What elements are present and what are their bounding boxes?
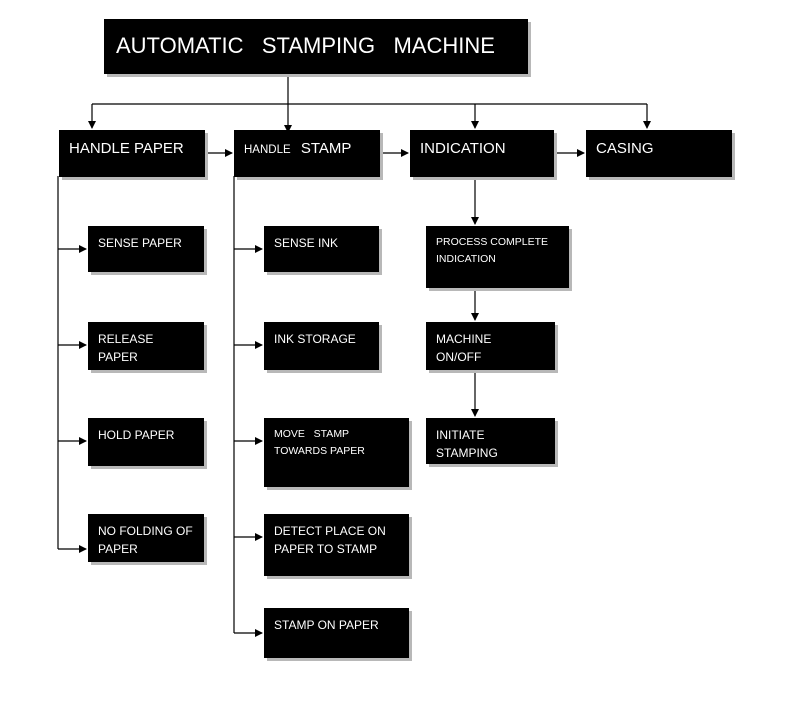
hold-paper-box: HOLD PAPER (88, 418, 204, 466)
machine-onoff-box: MACHINE ON/OFF (426, 322, 555, 370)
handle-paper-label: HANDLE PAPER (69, 140, 184, 157)
indication-label: INDICATION (420, 140, 506, 157)
handle-stamp-label-b: STAMP (300, 140, 352, 157)
stamp-on-paper-label: STAMP ON PAPER (274, 618, 379, 632)
initiate-stamping-box: INITIATE STAMPING (426, 418, 555, 464)
hold-paper-label: HOLD PAPER (98, 428, 175, 442)
sense-ink-box: SENSE INK (264, 226, 379, 272)
title-text: AUTOMATIC STAMPING MACHINE (116, 33, 495, 58)
handle-paper-box: HANDLE PAPER (59, 130, 205, 177)
no-folding-label: NO FOLDING OF PAPER (98, 524, 193, 556)
move-stamp-box: MOVE STAMP TOWARDS PAPER (264, 418, 409, 487)
no-folding-box: NO FOLDING OF PAPER (88, 514, 204, 562)
handle-stamp-label-a: HANDLE (244, 144, 291, 156)
move-stamp-label: MOVE STAMP TOWARDS PAPER (274, 428, 365, 457)
sense-paper-label: SENSE PAPER (98, 236, 182, 250)
detect-place-label: DETECT PLACE ON PAPER TO STAMP (274, 524, 386, 556)
ink-storage-box: INK STORAGE (264, 322, 379, 370)
casing-box: CASING (586, 130, 732, 177)
title-box: AUTOMATIC STAMPING MACHINE (104, 19, 528, 74)
process-complete-box: PROCESS COMPLETE INDICATION (426, 226, 569, 288)
handle-stamp-box: HANDLE STAMP (234, 130, 380, 177)
detect-place-box: DETECT PLACE ON PAPER TO STAMP (264, 514, 409, 576)
machine-onoff-label: MACHINE ON/OFF (436, 332, 492, 364)
stamp-on-paper-box: STAMP ON PAPER (264, 608, 409, 658)
release-paper-box: RELEASE PAPER (88, 322, 204, 370)
sense-paper-box: SENSE PAPER (88, 226, 204, 272)
ink-storage-label: INK STORAGE (274, 332, 356, 346)
initiate-stamping-label: INITIATE STAMPING (436, 428, 498, 460)
release-paper-label: RELEASE PAPER (98, 332, 154, 364)
casing-label: CASING (596, 140, 654, 157)
indication-box: INDICATION (410, 130, 554, 177)
process-complete-label: PROCESS COMPLETE INDICATION (436, 236, 549, 265)
sense-ink-label: SENSE INK (274, 236, 339, 250)
